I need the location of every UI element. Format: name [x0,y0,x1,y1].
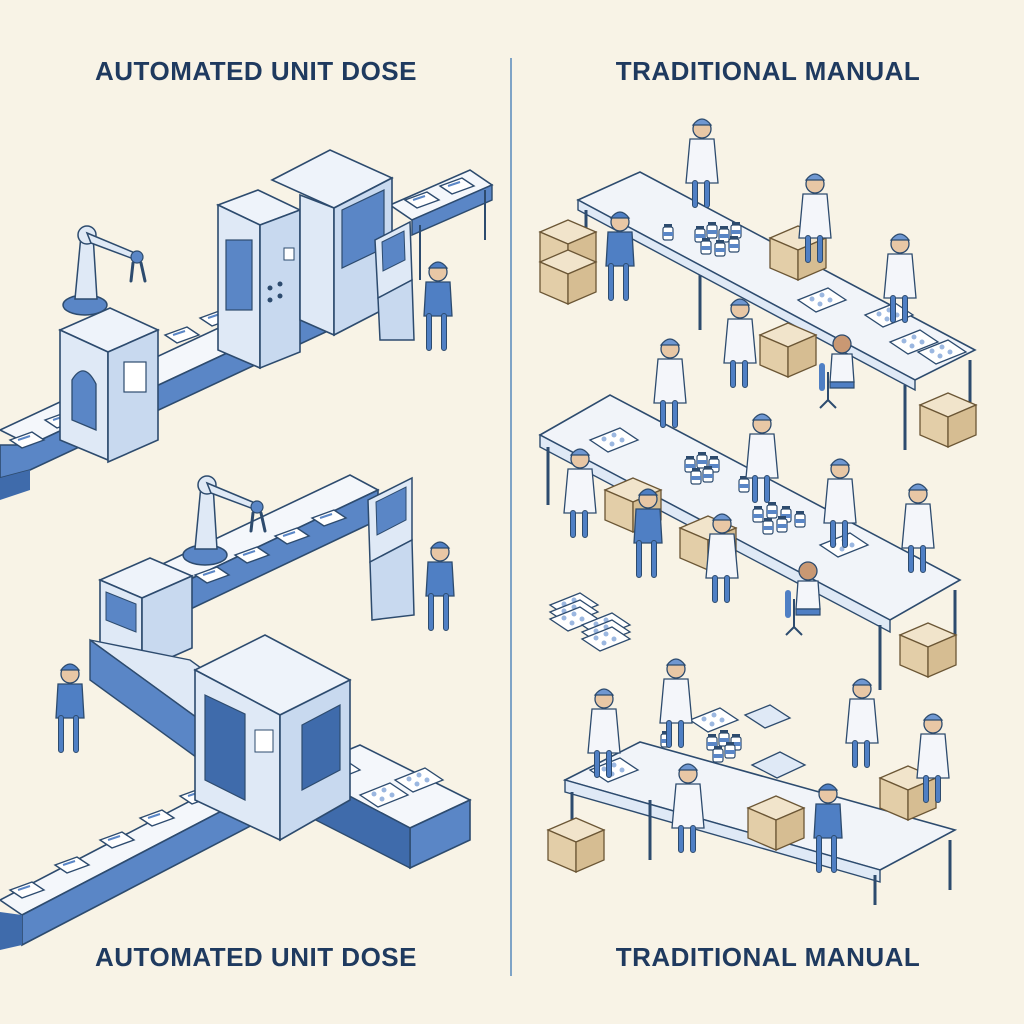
automated-title-top: AUTOMATED UNIT DOSE [95,56,417,86]
worker-icon [424,262,452,348]
manual-title-bottom: TRADITIONAL MANUAL [615,942,921,972]
manual-station-top [539,119,977,450]
terminal-icon [374,220,415,341]
labeling-machine [193,634,352,842]
packaging-machine [215,189,303,370]
manual-station-middle [538,339,962,690]
manual-title-top: TRADITIONAL MANUAL [615,56,921,86]
sealing-machine [58,307,160,464]
panel-divider [510,58,512,976]
medicine-bottle-icon [700,237,712,255]
automated-line-top [0,149,494,500]
automated-line-bottom [0,474,472,950]
manual-station-bottom [547,659,958,905]
automated-title-bottom: AUTOMATED UNIT DOSE [95,942,417,972]
